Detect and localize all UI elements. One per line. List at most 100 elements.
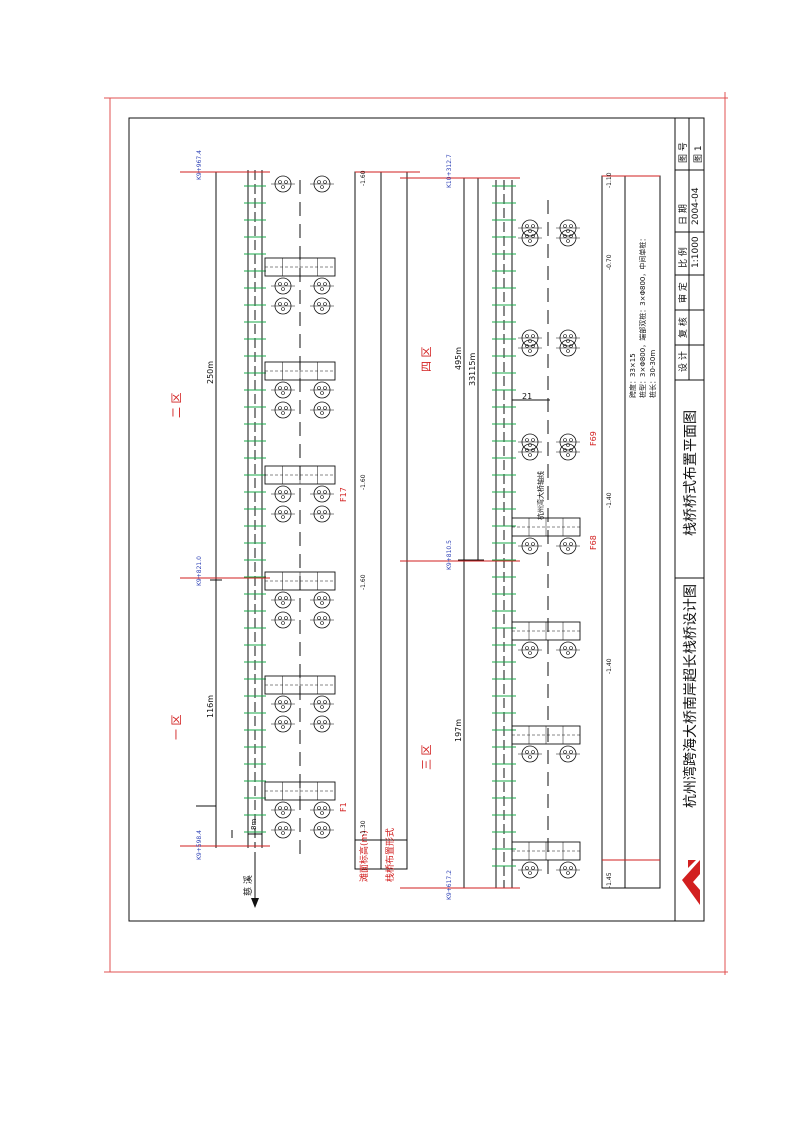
pile-cluster — [310, 297, 334, 315]
pile-cluster — [556, 433, 580, 451]
notes-table-frame — [601, 175, 661, 889]
zone-3-label: 三 区 — [420, 744, 433, 771]
station-marker-lines — [180, 171, 660, 889]
station-right-top: K10+312.7 — [446, 154, 453, 188]
field-label-design: 设 计 — [679, 351, 689, 372]
pile-cluster — [518, 641, 542, 659]
pile-cluster — [518, 861, 542, 879]
pile-cluster — [556, 219, 580, 237]
pier-f69: F69 — [589, 431, 598, 446]
pile-cluster — [310, 401, 334, 419]
platform — [511, 517, 581, 537]
field-label-date: 日 期 — [679, 204, 689, 225]
field-value-drawing-no: 图 1 — [694, 145, 704, 163]
pile-cluster — [310, 591, 334, 609]
dim-right-total: 33115m — [468, 352, 477, 386]
pile-cluster — [310, 505, 334, 523]
pile-cluster — [556, 537, 580, 555]
pile-cluster — [518, 745, 542, 763]
pile-cluster — [310, 277, 334, 295]
elevation-left-4: -1.30 — [360, 820, 367, 836]
platform — [264, 675, 336, 695]
inner-frame — [128, 117, 705, 922]
pile-cluster — [271, 175, 295, 193]
pile-cluster — [518, 329, 542, 347]
elevation-right-1: -1.10 — [606, 172, 613, 188]
note-line-2: 桩型：3×Φ800，端部双桩：3×Φ800，中间单桩： — [639, 234, 647, 398]
pile-cluster — [518, 443, 542, 461]
dim-left-lower: 116m — [206, 694, 215, 718]
pile-cluster — [556, 861, 580, 879]
pile-cluster — [556, 339, 580, 357]
pile-cluster — [271, 277, 295, 295]
note-line-1: 跨度：33×15 — [629, 353, 637, 398]
pier-f1: F1 — [339, 802, 348, 812]
pile-cluster — [271, 715, 295, 733]
left-trestle — [247, 170, 301, 860]
pile-cluster — [310, 801, 334, 819]
outer-frame — [104, 92, 728, 975]
pile-cluster — [556, 745, 580, 763]
pile-cluster — [518, 219, 542, 237]
platform — [511, 841, 581, 861]
dim-right-lower: 197m — [454, 718, 463, 742]
station-right-mid: K9+810.5 — [446, 540, 453, 570]
field-label-drawing-no: 图 号 — [679, 142, 689, 163]
pile-cluster — [310, 485, 334, 503]
pile-cluster — [271, 485, 295, 503]
pile-cluster — [271, 695, 295, 713]
elevation-right-5: -1.45 — [606, 872, 613, 888]
note-line-3: 桩长：30-30m — [649, 349, 657, 398]
pile-cluster — [310, 715, 334, 733]
direction-label: 慈 溪 — [244, 875, 254, 896]
project-title: 杭州湾跨海大桥南岸超长栈桥设计图 — [683, 584, 699, 808]
zone-1-label: 一 区 — [170, 714, 183, 741]
pile-cluster — [518, 537, 542, 555]
zone-4-label: 四 区 — [420, 346, 433, 373]
title-block-frame — [674, 118, 704, 921]
elevation-left-1: -1.60 — [360, 170, 367, 186]
station-right-bottom: K9+617.2 — [446, 870, 453, 900]
pile-cluster — [310, 695, 334, 713]
drawing-title: 栈桥桥式布置平面图 — [683, 410, 699, 536]
pier-f68: F68 — [589, 535, 598, 550]
platform — [264, 361, 336, 381]
legend-row-layout: 栈桥布置形式 — [386, 827, 396, 882]
pile-cluster — [271, 401, 295, 419]
field-value-date: 2004-04 — [691, 187, 701, 225]
station-left-bottom: K9+598.4 — [196, 830, 203, 860]
station-left-top: K9+967.4 — [196, 150, 203, 180]
pile-cluster — [271, 591, 295, 609]
field-label-approve: 审 定 — [679, 282, 689, 303]
dim-left-upper: 250m — [206, 360, 215, 384]
zone-2-label: 二 区 — [170, 392, 183, 419]
platform — [511, 621, 581, 641]
pile-cluster — [271, 505, 295, 523]
pile-cluster — [518, 339, 542, 357]
pile-cluster — [310, 821, 334, 839]
dim-width: 8m — [250, 818, 258, 830]
dim-right-upper: 495m — [454, 346, 463, 370]
platform — [264, 257, 336, 277]
left-station-ticks — [244, 185, 266, 833]
pile-cluster — [271, 381, 295, 399]
pile-cluster — [310, 175, 334, 193]
left-platforms — [264, 175, 336, 839]
pile-cluster — [518, 229, 542, 247]
field-label-scale: 比 例 — [679, 247, 689, 268]
elevation-right-4: -1.40 — [606, 658, 613, 674]
pile-cluster — [556, 443, 580, 461]
platform — [264, 781, 336, 801]
centerline-label: 杭州湾大桥轴线 — [537, 471, 545, 520]
right-trestle — [495, 180, 549, 888]
field-label-check: 复 核 — [679, 317, 689, 338]
platform — [264, 571, 336, 591]
platform — [264, 465, 336, 485]
dim-span: 21 — [522, 392, 533, 401]
right-station-ticks — [492, 185, 516, 867]
legend-table-frame — [354, 171, 408, 870]
right-platforms — [511, 219, 581, 879]
company-logo — [682, 860, 700, 905]
platform — [511, 725, 581, 745]
